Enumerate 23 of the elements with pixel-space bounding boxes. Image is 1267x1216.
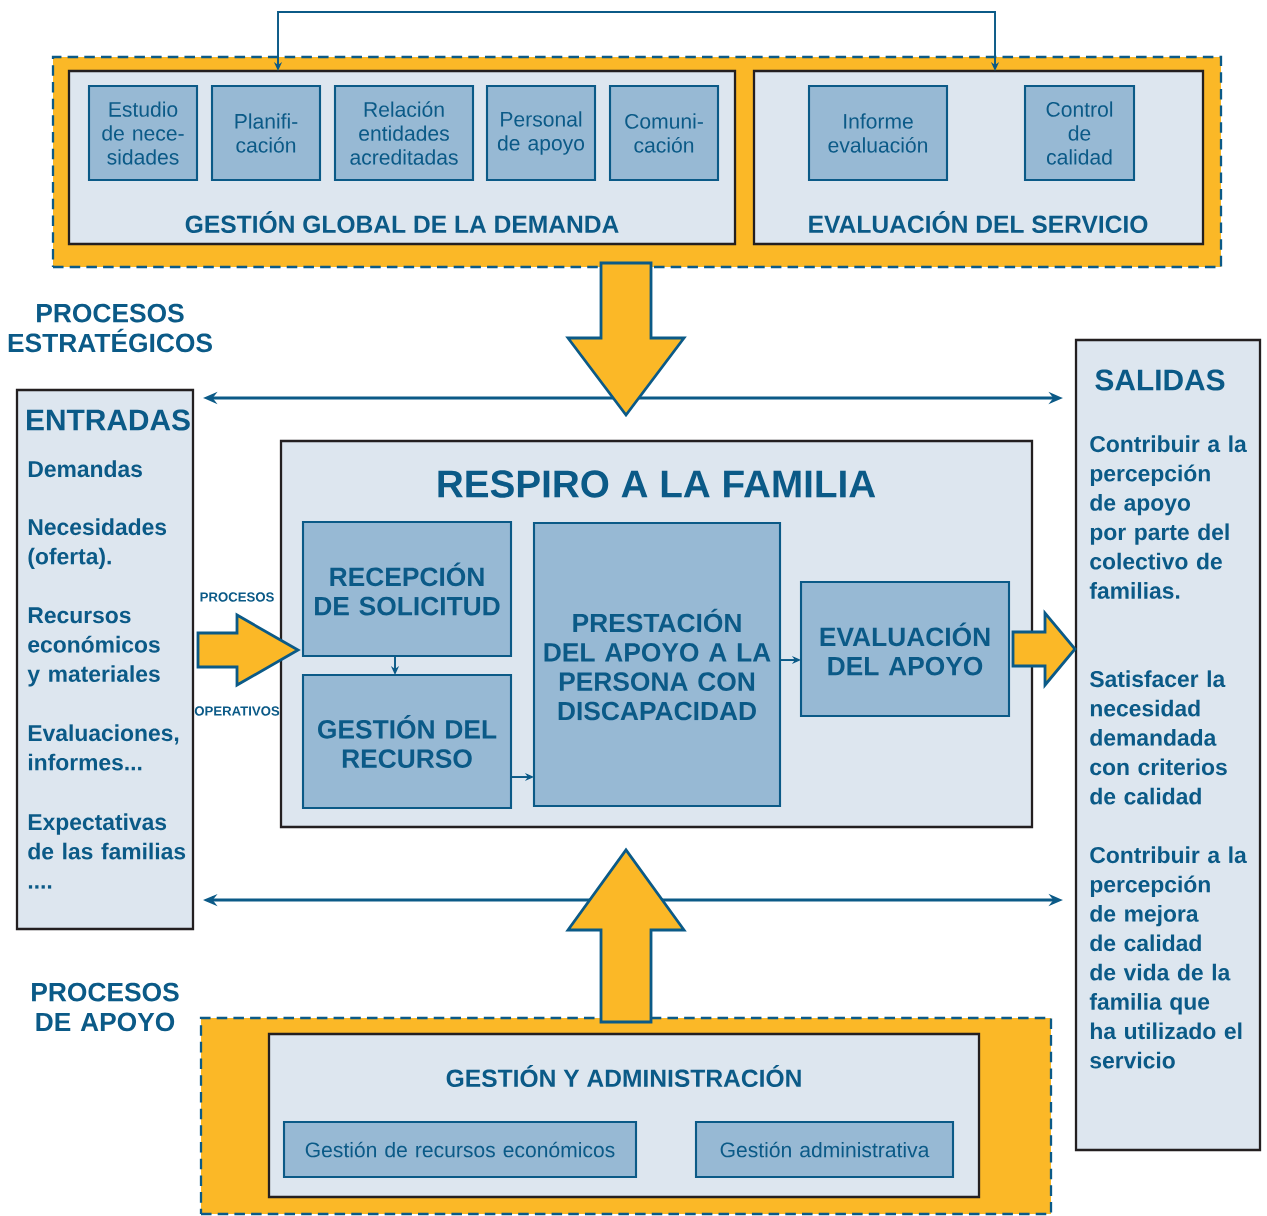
process-box: PRESTACIÓN DEL APOYO A LA PERSONA CON DISCAPACIDAD xyxy=(532,521,782,808)
section-label: PROCESOS ESTRATÉGICOS xyxy=(8,303,212,353)
process-box: Gestión administrativa xyxy=(694,1120,955,1179)
process-box: Control de calidad xyxy=(1023,84,1136,182)
process-box: EVALUACIÓN DEL APOYO xyxy=(799,580,1011,718)
section-label: OPERATIVOS xyxy=(194,706,280,716)
block-arrow xyxy=(565,847,687,1024)
process-box: Planifi- cación xyxy=(210,84,322,182)
block-arrow xyxy=(196,612,301,688)
process-box: Informe evaluación xyxy=(807,84,949,182)
process-box: Estudio de nece- sidades xyxy=(87,84,199,182)
process-box: Gestión de recursos económicos xyxy=(282,1120,638,1179)
process-box: Relación entidades acreditadas xyxy=(333,84,475,182)
block-arrow xyxy=(565,261,687,418)
process-box: GESTIÓN DEL RECURSO xyxy=(301,673,513,810)
process-box: RECEPCIÓN DE SOLICITUD xyxy=(301,520,513,658)
section-label: PROCESOS DE APOYO xyxy=(32,982,179,1032)
side-panel: ENTRADAS Demandas Necesidades (oferta). Recursos económicos y materiales Evaluaciones, informes... Expectativas de las familias .... xyxy=(15,388,195,931)
block-arrow xyxy=(1011,609,1077,689)
side-panel: SALIDAS Contribuir a la percepción de apoyo por parte del colectivo de familias. Satisfacer la necesidad demandada con criterios de calidad Contribuir a la percepción de mejora de calidad de vida de la familia que ha utilizado el servicio xyxy=(1074,338,1262,1152)
process-box: Comuni- cación xyxy=(608,84,720,182)
process-box: Personal de apoyo xyxy=(485,84,597,182)
section-label: PROCESOS xyxy=(200,592,274,602)
